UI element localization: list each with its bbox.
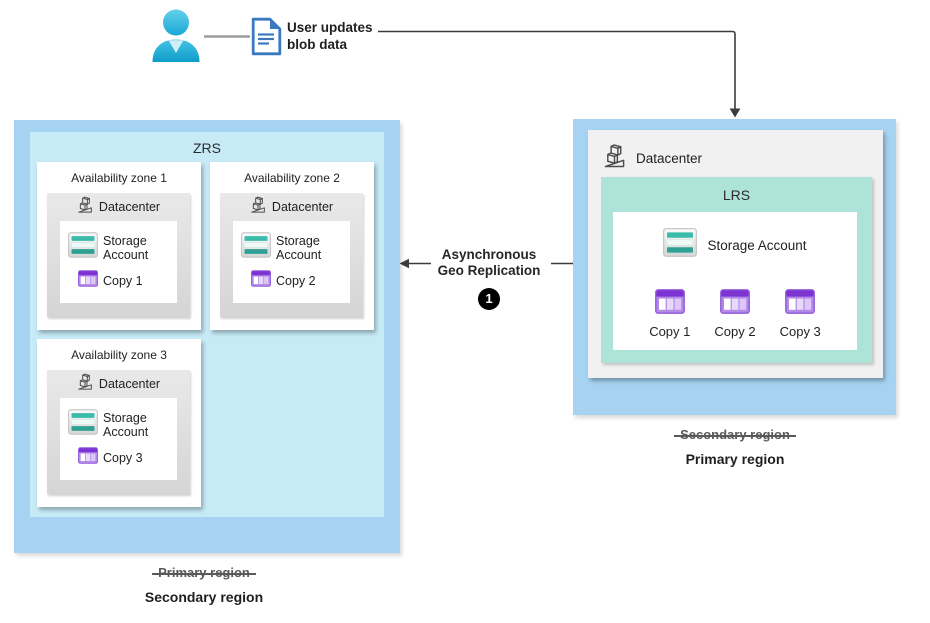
datacenter-icon xyxy=(250,195,266,219)
storage-account-label: Storage Account xyxy=(103,410,149,439)
storage-account-icon xyxy=(68,409,98,440)
datacenter-icon xyxy=(77,195,93,219)
storage-account-icon xyxy=(663,228,698,262)
storage-account-icon xyxy=(68,232,98,263)
current-region-label: Primary region xyxy=(685,451,785,467)
storage-account-label: Storage Account xyxy=(707,237,807,253)
resource-card: Storage Account Copy 1 xyxy=(613,212,857,350)
secondary-region-box: ZRS Availability zone 1 Datacenter xyxy=(14,120,400,553)
lrs-container: LRS Storage Account Copy 1 xyxy=(601,177,872,363)
datacenter-box: Datacenter Storage Account xyxy=(47,370,190,494)
copy-icon xyxy=(785,289,816,319)
arrowhead-left xyxy=(399,258,409,269)
storage-account-label: Storage Account xyxy=(276,233,322,262)
copy-label: Copy 1 xyxy=(649,324,691,339)
availability-zone-2: Availability zone 2 Datacenter xyxy=(210,162,374,330)
blob-document-icon xyxy=(251,17,282,61)
user-action-line2: blob data xyxy=(287,37,347,52)
copy-label: Copy 2 xyxy=(714,324,756,339)
datacenter-box: Datacenter Storage Account xyxy=(220,193,363,317)
copy-item: Copy 1 xyxy=(649,289,690,339)
copy-icon xyxy=(251,270,271,292)
resource-card: Storage Account Copy 1 xyxy=(60,221,177,303)
old-region-label: Primary region xyxy=(152,565,256,580)
copy-icon xyxy=(78,447,98,469)
replication-line1: Asynchronous xyxy=(441,247,537,262)
lrs-title: LRS xyxy=(722,187,751,203)
current-region-label: Secondary region xyxy=(144,589,264,605)
arrowhead-down xyxy=(729,108,741,118)
replication-line2: Geo Replication xyxy=(437,262,541,278)
copy-item: Copy 2 xyxy=(714,289,756,339)
user-action-label: User updates blob data xyxy=(287,19,397,53)
datacenter-label: Datacenter xyxy=(271,200,334,214)
datacenter-label: Datacenter xyxy=(98,200,161,214)
left-region-caption: Primary region Secondary region xyxy=(94,564,314,605)
datacenter-box: Datacenter Storage Account xyxy=(47,193,190,317)
datacenter-panel: Datacenter LRS Storage Account xyxy=(588,130,883,378)
zone-title: Availability zone 1 xyxy=(71,171,167,185)
datacenter-label: Datacenter xyxy=(98,377,161,391)
storage-account-label: Storage Account xyxy=(103,233,149,262)
datacenter-label: Datacenter xyxy=(636,150,703,166)
update-flow-arrow xyxy=(378,30,736,109)
copy-label: Copy 1 xyxy=(103,274,143,288)
copy-icon xyxy=(720,289,750,319)
right-region-caption: Secondary region Primary region xyxy=(625,426,845,467)
copy-label: Copy 3 xyxy=(779,324,821,339)
zone-title: Availability zone 3 xyxy=(71,348,167,362)
datacenter-icon xyxy=(603,142,626,174)
user-action-line1: User updates xyxy=(287,20,373,35)
replication-label: Asynchronous Geo Replication xyxy=(424,247,554,278)
copy-icon xyxy=(654,289,685,319)
old-region-label: Secondary region xyxy=(674,427,796,442)
zrs-title: ZRS xyxy=(193,140,221,156)
storage-account-icon xyxy=(241,232,271,263)
availability-zone-3: Availability zone 3 Datacenter xyxy=(37,339,201,507)
copy-label: Copy 3 xyxy=(103,451,143,465)
zrs-container: ZRS Availability zone 1 Datacenter xyxy=(30,132,384,517)
user-icon xyxy=(149,8,203,67)
zone-title: Availability zone 2 xyxy=(244,171,340,185)
resource-card: Storage Account Copy 3 xyxy=(60,398,177,480)
copy-icon xyxy=(78,270,98,292)
step-1-badge: 1 xyxy=(478,288,500,310)
copy-label: Copy 2 xyxy=(276,274,316,288)
datacenter-icon xyxy=(77,372,93,396)
availability-zone-1: Availability zone 1 Datacenter xyxy=(37,162,201,330)
primary-region-box: Datacenter LRS Storage Account xyxy=(573,119,896,415)
copy-item: Copy 3 xyxy=(780,289,821,339)
resource-card: Storage Account Copy 2 xyxy=(233,221,350,303)
